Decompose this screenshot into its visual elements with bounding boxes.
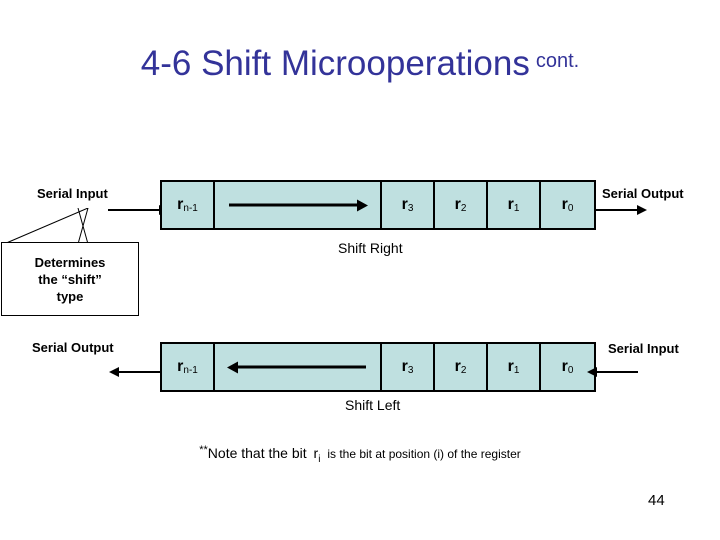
register-cell-label: r0 [561,357,574,376]
register-cell: r0 [541,182,594,228]
register-cell: r0 [541,344,594,390]
shift-right-serial-input-label: Serial Input [37,186,108,201]
register-cell: rn-1 [162,182,215,228]
register-cell: rn-1 [162,344,215,390]
shift-left-direction-arrow-icon [227,361,366,373]
register-cell-label: r1 [507,195,520,214]
arrowhead-right-icon [637,205,647,215]
footnote-bit-symbol: ri [313,445,321,465]
register-cell: r2 [435,182,488,228]
register-cell: r1 [488,344,541,390]
footnote-text-after: is the bit at position (i) of the regist… [327,447,521,461]
shift-right-caption: Shift Right [338,240,403,256]
shift-right-input-connector [108,205,169,215]
register-cell-ellipsis [215,182,382,228]
shift-right-serial-output-label: Serial Output [602,186,684,201]
register-cell: r2 [435,344,488,390]
shift-left-serial-input-label: Serial Input [608,341,679,356]
shift-left-caption: Shift Left [345,397,401,413]
shift-right-output-connector [596,205,647,215]
register-cell-label: r3 [401,195,414,214]
page-title-suffix: cont. [535,50,580,72]
callout-line-2: the “shift” [38,271,102,287]
register-cell-label: rn-1 [177,195,198,214]
shift-left-serial-output-label: Serial Output [32,340,114,355]
arrowhead-left-icon [109,367,119,377]
arrowhead-right-icon [357,199,368,211]
shift-right-register: rn-1 r3 r2 r1 r0 [160,180,596,230]
shift-right-direction-arrow-icon [229,199,368,211]
register-cell: r3 [382,182,435,228]
register-cell-label: r3 [401,357,414,376]
callout-line-1: Determines [34,254,106,270]
register-cell-label: rn-1 [177,357,198,376]
shift-left-input-connector [587,367,638,377]
register-cell-label: r1 [507,357,520,376]
arrowhead-left-icon [587,367,597,377]
register-cell-label: r2 [454,357,467,376]
register-cell-label: r0 [561,195,574,214]
register-cell: r3 [382,344,435,390]
footnote-stars: ** [199,444,208,456]
page-title-text: 4-6 Shift Microoperations [140,44,530,83]
shift-left-output-connector [109,367,162,377]
footnote-text-before: Note that the bit [207,445,307,461]
callout-box: Determines the “shift” type [1,242,139,316]
register-cell-label: r2 [454,195,467,214]
register-cell-ellipsis [215,344,382,390]
callout-line-3: type [56,288,84,304]
footnote: **Note that the bit ri is the bit at pos… [0,444,720,465]
register-cell: r1 [488,182,541,228]
shift-left-register: rn-1 r3 r2 r1 r0 [160,342,596,392]
page-number: 44 [648,492,665,509]
arrowhead-left-icon [227,361,238,373]
